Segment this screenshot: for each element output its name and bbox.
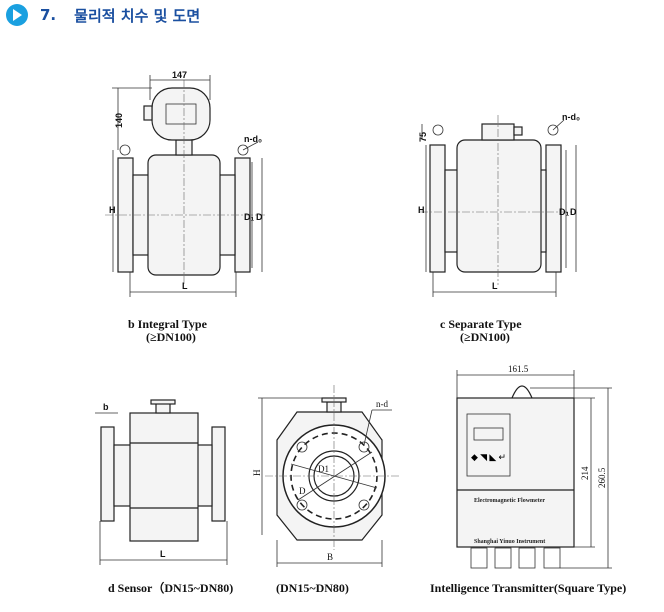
maker-label: Shanghai Yinuo Instrument [474,539,545,545]
dim-width-label: 147 [172,70,187,80]
separate-range: (≥DN100) [460,330,510,344]
display-keys-icon: ◆ ◥ ◣ ↵ [471,452,506,462]
dim-D1-label: D₁ [559,207,569,217]
dim-L-label: L [492,281,498,291]
integral-range: (≥DN100) [146,330,196,344]
sensor-drawing: b L d Sensor（DN15~DN80) [95,399,233,595]
section-title: 물리적 치수 및 도면 [74,6,201,25]
transmitter-drawing: ◆ ◥ ◣ ↵ Electromagnetic Flowmeter Shangh… [430,364,626,595]
sensor-caption: d Sensor（DN15~DN80) [108,580,233,595]
dim-L-label: L [160,549,166,559]
dim-b-label: b [103,402,109,412]
dim-L-label: L [182,281,188,291]
cable-glands [470,547,561,569]
holes-label: n-d [376,399,388,409]
dim-total-height-label: 260.5 [597,467,607,488]
dim-H-label: H [109,205,116,215]
dim-D-label: D [299,486,306,496]
separate-caption: c Separate Type [440,317,522,331]
holes-label: n-d₀ [562,112,580,122]
dim-D1-label: D1 [318,464,329,474]
dim-body-height-label: 214 [580,466,590,480]
section-number: 7. [40,6,57,24]
dim-H-label: H [418,205,425,215]
holes-label: n-d₀ [244,134,262,144]
dim-H-label: H [252,469,262,476]
separate-type-drawing: 75 H L D₁ D n-d₀ c Separate Type (≥DN100… [418,112,580,344]
flange-view-drawing: D1 D n-d H B (DN15~DN80) [252,385,400,595]
integral-caption: b Integral Type [128,317,208,331]
dim-D1-label: D₁ [244,212,254,222]
transmitter-caption: Intelligence Transmitter(Square Type) [430,581,626,595]
flange-caption: (DN15~DN80) [276,581,349,595]
arrow-right-circle-icon [6,4,28,26]
product-label: Electromagnetic Flowmeter [474,498,545,504]
section-header: 7. 물리적 치수 및 도면 [6,4,200,26]
dim-D-label: D [256,212,263,222]
dim-width-label: 161.5 [508,364,529,374]
dim-B-label: B [327,552,333,562]
dim-head-height-label: 140 [114,113,124,128]
integral-type-drawing: 147 140 H L D₁ D n-d₀ b Integral Type (≥… [105,70,265,344]
dim-box-height-label: 75 [418,132,428,142]
dim-D-label: D [570,207,577,217]
